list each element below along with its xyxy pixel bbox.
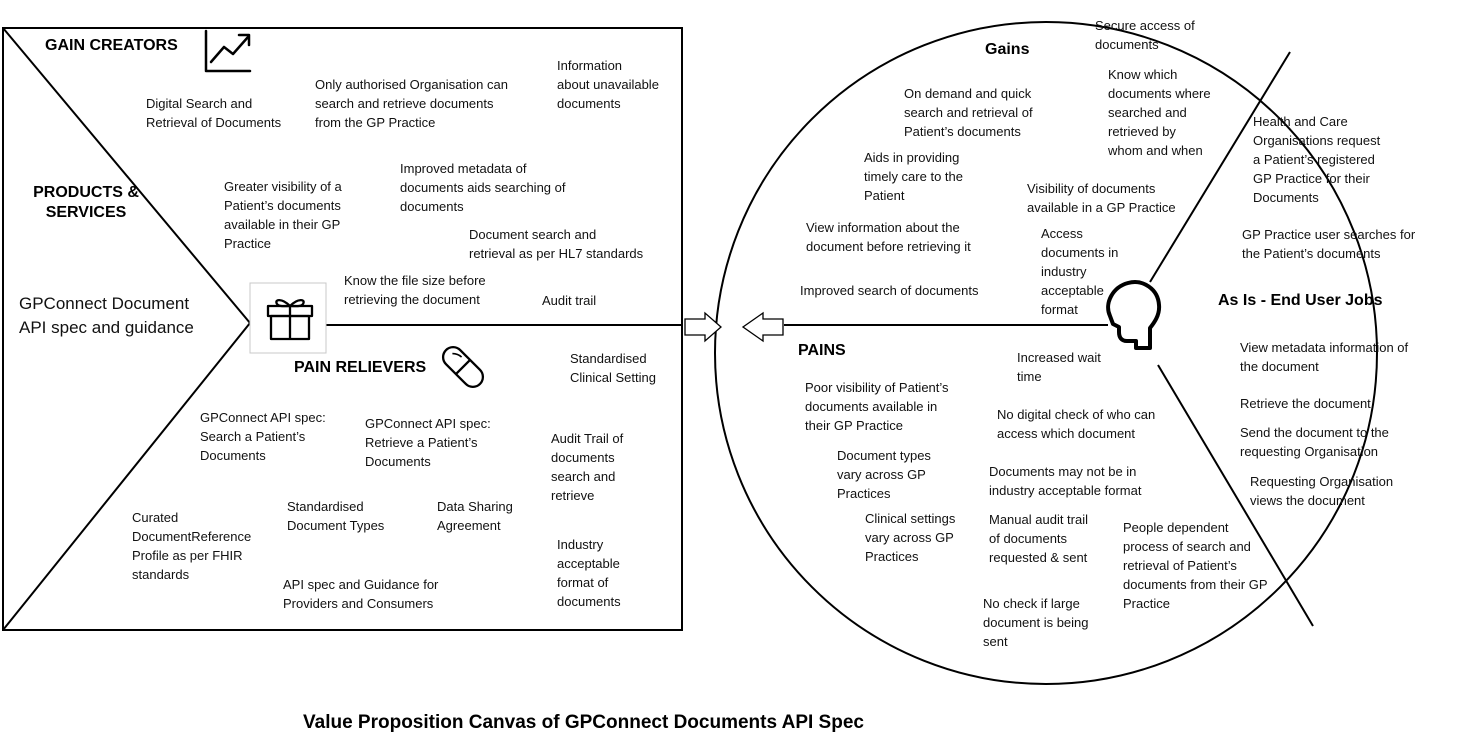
- product-name: GPConnect Document API spec and guidance: [19, 294, 194, 337]
- products-services-heading: PRODUCTS & SERVICES: [33, 184, 139, 221]
- pain-item: No check if large document is being sent: [983, 596, 1089, 649]
- pill-icon: [441, 345, 485, 389]
- job-item: Requesting Organisation views the docume…: [1250, 474, 1394, 508]
- pain-item: People dependent process of search and r…: [1123, 520, 1268, 611]
- gain-item: On demand and quick search and retrieval…: [904, 86, 1033, 139]
- jobs-heading: As Is - End User Jobs: [1218, 292, 1383, 309]
- pain-item: Documents may not be in industry accepta…: [989, 464, 1142, 498]
- gain-creator-item: Information about unavailable documents: [557, 58, 659, 111]
- gain-creator-item: Greater visibility of a Patient’s docume…: [224, 179, 342, 251]
- arrow-right-icon: [684, 311, 722, 343]
- gain-item: Visibility of documents available in a G…: [1027, 181, 1176, 215]
- pain-item: Manual audit trail of documents requeste…: [989, 512, 1088, 565]
- pain-reliever-item: GPConnect API spec: Search a Patient’s D…: [200, 410, 326, 463]
- gain-creator-item: Improved metadata of documents aids sear…: [400, 161, 566, 214]
- pain-reliever-item: Industry acceptable format of documents: [557, 537, 621, 609]
- job-item: View metadata information of the documen…: [1240, 340, 1409, 374]
- gain-item: Access documents in industry acceptable …: [1041, 226, 1119, 317]
- pain-reliever-item: Standardised Clinical Setting: [570, 351, 656, 385]
- gain-item: Know which documents where searched and …: [1108, 67, 1211, 158]
- head-icon: [1106, 280, 1162, 350]
- job-item: Retrieve the document: [1240, 396, 1371, 411]
- gain-item: Aids in providing timely care to the Pat…: [864, 150, 963, 203]
- pain-reliever-item: API spec and Guidance for Providers and …: [283, 577, 439, 611]
- pain-reliever-item: Data Sharing Agreement: [437, 499, 513, 533]
- gift-icon: [266, 298, 314, 341]
- page-title: Value Proposition Canvas of GPConnect Do…: [303, 712, 864, 733]
- gain-item: Secure access of documents: [1095, 18, 1195, 52]
- pains-heading: PAINS: [798, 342, 846, 359]
- gift-box-frame: [249, 282, 327, 354]
- gain-creator-item: Audit trail: [542, 293, 597, 308]
- value-map-frame: [2, 27, 683, 631]
- pain-item: Increased wait time: [1017, 350, 1101, 384]
- pain-reliever-item: GPConnect API spec: Retrieve a Patient’s…: [365, 416, 491, 469]
- gain-creator-item: Document search and retrieval as per HL7…: [469, 227, 644, 261]
- chart-trend-icon: [204, 29, 252, 73]
- pain-reliever-item: Standardised Document Types: [287, 499, 385, 533]
- pain-item: Clinical settings vary across GP Practic…: [865, 511, 956, 564]
- job-item: Health and Care Organisations request a …: [1253, 114, 1381, 205]
- job-item: GP Practice user searches for the Patien…: [1242, 227, 1416, 261]
- gain-creator-item: Know the file size before retrieving the…: [344, 273, 486, 307]
- pain-reliever-item: Curated DocumentReference Profile as per…: [132, 510, 252, 582]
- pain-item: Poor visibility of Patient’s documents a…: [805, 380, 949, 433]
- pain-item: Document types vary across GP Practices: [837, 448, 931, 501]
- jobs-divider-top: [1149, 51, 1291, 283]
- customer-profile-circle: [714, 21, 1378, 685]
- gains-heading: Gains: [985, 41, 1030, 58]
- gain-creator-item: Digital Search and Retrieval of Document…: [146, 96, 282, 130]
- pain-reliever-item: Audit Trail of documents search and retr…: [551, 431, 624, 503]
- jobs-divider-bottom: [1157, 364, 1314, 627]
- gain-creator-item: Only authorised Organisation can search …: [315, 77, 508, 130]
- pain-item: No digital check of who can access which…: [997, 407, 1156, 441]
- gain-item: View information about the document befo…: [806, 220, 971, 254]
- arrow-left-icon: [741, 311, 784, 343]
- gain-item: Improved search of documents: [800, 283, 979, 298]
- job-item: Send the document to the requesting Orga…: [1240, 425, 1389, 459]
- pain-relievers-heading: PAIN RELIEVERS: [294, 359, 427, 376]
- gain-creators-heading: GAIN CREATORS: [45, 37, 178, 54]
